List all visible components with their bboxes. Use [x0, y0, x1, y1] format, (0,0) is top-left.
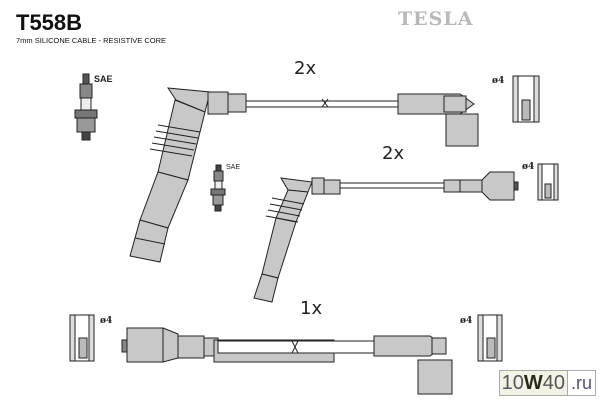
cable-2-assembly: [253, 171, 519, 303]
watermark-mid: W: [523, 372, 543, 394]
diameter-label: ø4: [492, 76, 505, 86]
watermark-logo: 10W40 .ru: [498, 370, 596, 396]
cable-description: 7mm SILICONE CABLE - RESISTIVE CORE: [16, 36, 167, 45]
watermark-main: 10W40: [500, 371, 567, 395]
cable-3-assembly: [121, 327, 453, 395]
terminal-connector-icon: [537, 163, 559, 201]
spark-plug-small-icon: [210, 164, 226, 212]
sae-label: SAE: [94, 74, 113, 84]
terminal-connector-icon: [512, 75, 540, 123]
watermark-suffix: 40: [542, 372, 565, 394]
diameter-label: ø4: [100, 316, 113, 326]
watermark-prefix: 10: [501, 372, 524, 394]
spark-plug-icon: [74, 73, 98, 141]
brand-logo: TESLA: [398, 8, 474, 30]
cable-1-assembly: [129, 87, 479, 263]
diameter-label: ø4: [460, 316, 473, 326]
watermark-domain: .ru: [566, 371, 595, 395]
terminal-connector-icon: [477, 314, 503, 362]
sae-label: SAE: [226, 164, 241, 171]
terminal-connector-icon: [69, 314, 95, 362]
cable-3-quantity: 1x: [300, 298, 323, 319]
part-number-title: T558B: [16, 10, 83, 35]
cable-2-quantity: 2x: [382, 143, 405, 164]
cable-1-quantity: 2x: [294, 58, 317, 79]
diameter-label: ø4: [522, 162, 535, 172]
